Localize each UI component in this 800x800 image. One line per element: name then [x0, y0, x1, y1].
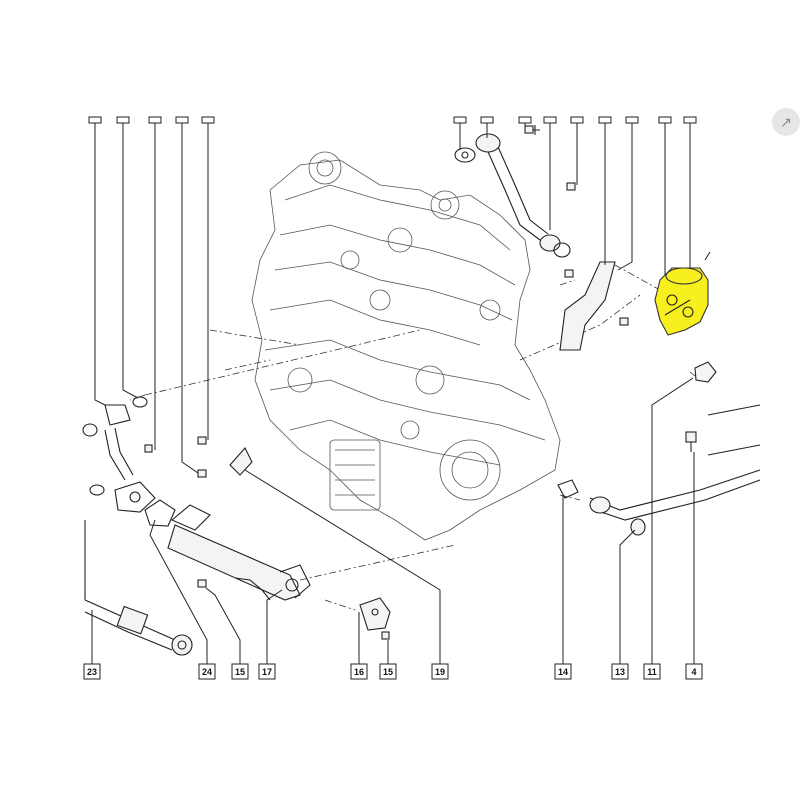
- svg-text:19: 19: [435, 667, 445, 677]
- callout-17: 17: [258, 663, 276, 680]
- egr-upper-pipe: [475, 133, 561, 252]
- bolt-right: [685, 431, 697, 452]
- callout-15b: 15: [379, 663, 397, 680]
- left-gasket-flanges: [82, 396, 176, 527]
- exhaust-pipe-left: [84, 520, 193, 656]
- callout-23: 23: [83, 663, 101, 680]
- top-leader-lines: [94, 122, 691, 474]
- svg-text:23: 23: [87, 667, 97, 677]
- callout-4: 4: [685, 663, 703, 680]
- callout-14: 14: [554, 663, 572, 680]
- callout-11: 11: [643, 663, 661, 680]
- svg-text:16: 16: [354, 667, 364, 677]
- egr-valve-gasket: [694, 361, 717, 383]
- zoom-icon[interactable]: ↗: [772, 108, 800, 136]
- egr-bracket: [559, 261, 616, 351]
- bolts-left: [144, 436, 390, 640]
- bracket-left: [229, 447, 253, 476]
- svg-text:13: 13: [615, 667, 625, 677]
- callout-16: 16: [350, 663, 368, 680]
- svg-text:4: 4: [691, 667, 696, 677]
- gasket-right: [557, 479, 579, 499]
- callout-13: 13: [611, 663, 629, 680]
- callout-15: 15: [231, 663, 249, 680]
- bottom-leader-lines: [91, 251, 711, 665]
- egr-lower-pipe-right: [589, 404, 761, 536]
- bracket-16: [359, 597, 391, 631]
- svg-text:15: 15: [235, 667, 245, 677]
- gasket-upper: [454, 147, 571, 258]
- svg-text:11: 11: [647, 667, 657, 677]
- top-callout-tabs: [88, 116, 697, 124]
- callout-24: 24: [198, 663, 216, 680]
- engine-block: [251, 151, 561, 541]
- svg-text:14: 14: [558, 667, 568, 677]
- egr-cooler: [167, 504, 311, 601]
- egr-valve-highlighted: [654, 267, 709, 336]
- flex-pipe-left: [104, 427, 134, 481]
- svg-text:15: 15: [383, 667, 393, 677]
- assembly-lines: [129, 264, 701, 611]
- callout-19: 19: [431, 663, 449, 680]
- svg-text:17: 17: [262, 667, 272, 677]
- bottom-callouts: 23 24 15 17 16 15 19 14: [83, 663, 703, 680]
- svg-text:24: 24: [202, 667, 212, 677]
